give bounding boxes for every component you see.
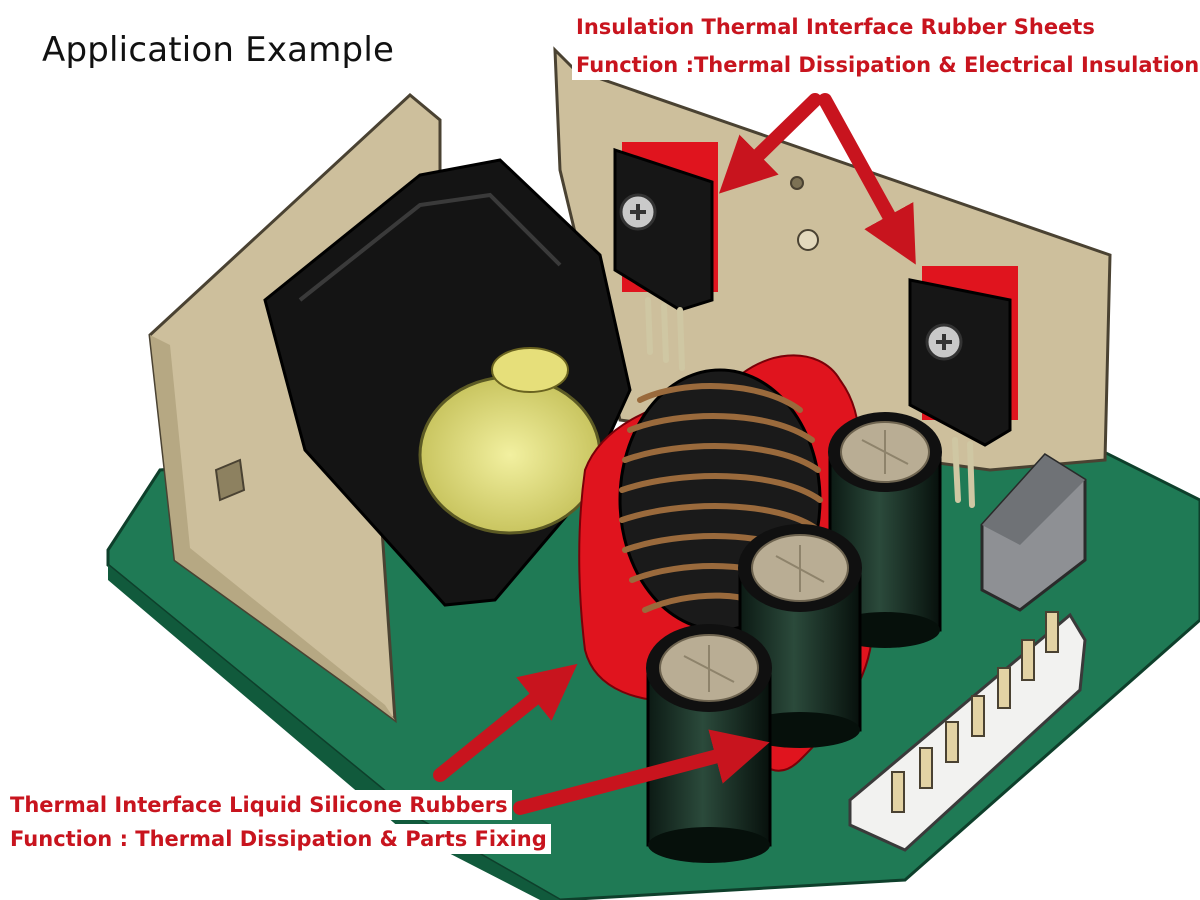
transformer-coil bbox=[418, 375, 602, 535]
transistor-right bbox=[908, 278, 1012, 447]
transistor-left bbox=[613, 147, 714, 312]
liquid-callout-arrows bbox=[433, 663, 770, 815]
rubber-sheets-function: Function :Thermal Dissipation & Electric… bbox=[572, 50, 1200, 80]
liquid-silicone-function: Function : Thermal Dissipation & Parts F… bbox=[6, 824, 551, 854]
page-title: Application Example bbox=[42, 30, 395, 70]
rubber-sheets-name: Insulation Thermal Interface Rubber Shee… bbox=[572, 12, 1099, 42]
liquid-silicone-callout: Thermal Interface Liquid Silicone Rubber… bbox=[6, 790, 551, 854]
sheet-callout-arrows bbox=[718, 93, 916, 265]
rubber-sheets-callout: Insulation Thermal Interface Rubber Shee… bbox=[572, 12, 1200, 88]
liquid-silicone-name: Thermal Interface Liquid Silicone Rubber… bbox=[6, 790, 512, 820]
